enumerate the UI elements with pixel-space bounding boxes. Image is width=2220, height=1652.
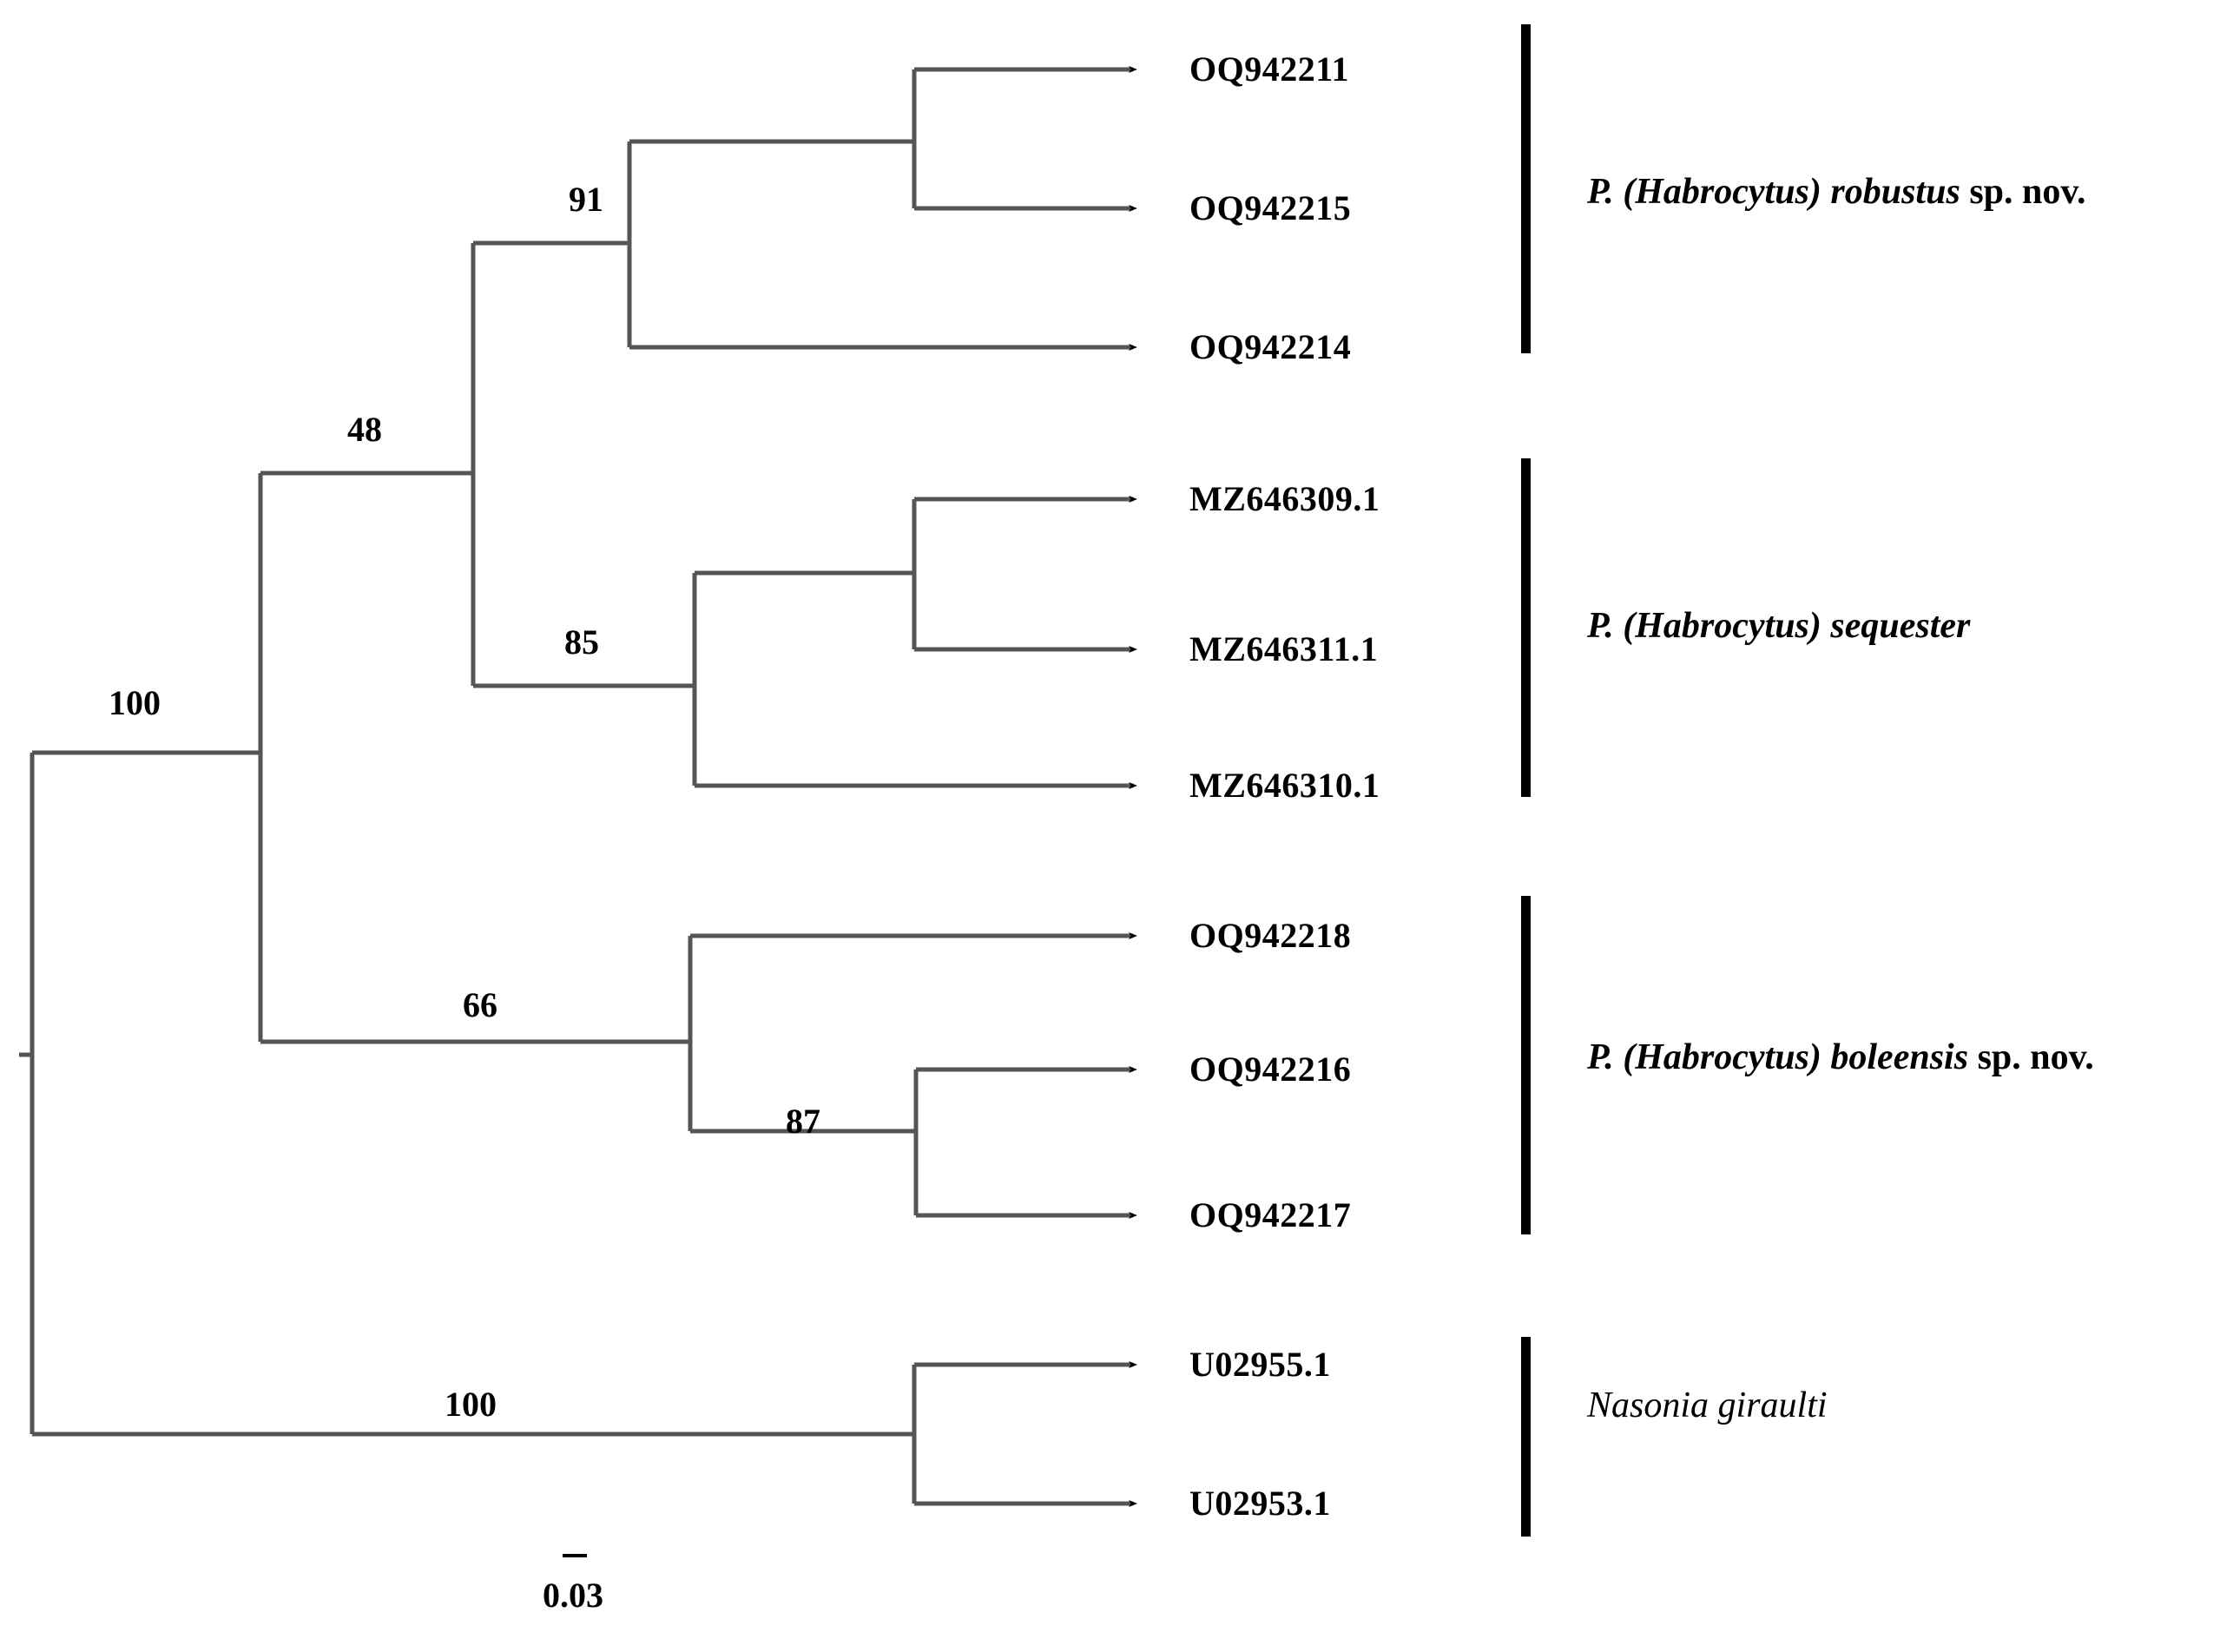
clade-label-boleensis-upright: sp. nov. bbox=[1968, 1037, 2094, 1077]
clade-bracket-nasonia bbox=[1521, 1337, 1531, 1537]
clade-label-boleensis-italic: P. (Habrocytus) boleensis bbox=[1587, 1037, 1969, 1077]
leaf-label-oq942211: OQ942211 bbox=[1189, 49, 1350, 89]
clade-bracket-robustus bbox=[1521, 24, 1531, 353]
leaf-label-u02953: U02953.1 bbox=[1189, 1484, 1331, 1523]
scale-bar-label: 0.03 bbox=[543, 1576, 603, 1615]
leaf-label-mz646309: MZ646309.1 bbox=[1189, 479, 1380, 518]
clade-label-robustus-upright: sp. nov. bbox=[1960, 172, 2086, 212]
support-value-node66: 66 bbox=[463, 985, 497, 1024]
clade-label-nasonia: Nasonia giraulti bbox=[1587, 1387, 1828, 1424]
support-value-node87: 87 bbox=[786, 1102, 820, 1141]
leaf-label-oq942214: OQ942214 bbox=[1189, 327, 1352, 366]
clade-label-boleensis: P. (Habrocytus) boleensis sp. nov. bbox=[1587, 1039, 2094, 1076]
leaf-label-oq942218: OQ942218 bbox=[1189, 916, 1352, 955]
scale-bar-tick bbox=[563, 1554, 587, 1557]
leaf-label-mz646310: MZ646310.1 bbox=[1189, 766, 1380, 805]
clade-label-robustus: P. (Habrocytus) robustus sp. nov. bbox=[1587, 174, 2086, 210]
leaf-label-oq942215: OQ942215 bbox=[1189, 188, 1352, 227]
support-value-nasonia: 100 bbox=[445, 1385, 497, 1424]
clade-bracket-boleensis bbox=[1521, 896, 1531, 1234]
clade-label-sequester-italic: P. (Habrocytus) sequester bbox=[1587, 606, 1971, 646]
leaf-label-u02955: U02955.1 bbox=[1189, 1345, 1331, 1384]
support-value-node48: 48 bbox=[347, 410, 382, 449]
clade-bracket-sequester bbox=[1521, 458, 1531, 797]
leaf-label-mz646311: MZ646311.1 bbox=[1189, 629, 1379, 668]
support-value-node85: 85 bbox=[564, 622, 599, 661]
leaf-label-oq942217: OQ942217 bbox=[1189, 1195, 1352, 1234]
support-value-node91: 91 bbox=[569, 180, 603, 219]
support-value-root-ingroup: 100 bbox=[109, 683, 161, 722]
clade-label-sequester: P. (Habrocytus) sequester bbox=[1587, 608, 1970, 644]
clade-label-robustus-italic: P. (Habrocytus) robustus bbox=[1587, 172, 1960, 212]
leaf-label-oq942216: OQ942216 bbox=[1189, 1050, 1352, 1089]
clade-label-nasonia-italic: Nasonia giraulti bbox=[1587, 1385, 1828, 1425]
